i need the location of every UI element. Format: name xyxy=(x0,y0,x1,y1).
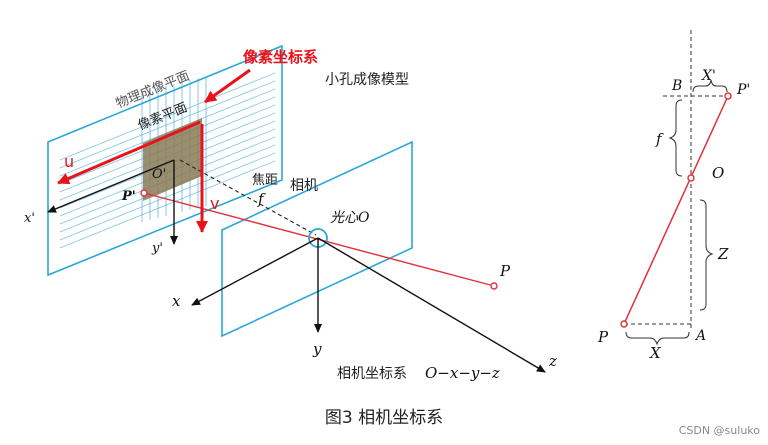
brace-f xyxy=(668,99,683,177)
imaging-plane xyxy=(47,44,283,277)
side-p-point xyxy=(620,320,628,328)
watermark: CSDN @suluko xyxy=(678,424,760,437)
label-model-title: 小孔成像模型 xyxy=(325,72,409,88)
label-x: x xyxy=(172,292,181,310)
label-p-prime: P' xyxy=(121,189,136,204)
side-label-x-prime: X' xyxy=(701,68,716,84)
u-axis-arrow xyxy=(57,120,201,185)
x-axis xyxy=(191,237,319,306)
pixel-coord-pointer xyxy=(204,68,251,104)
label-focal-cn: 焦距 xyxy=(252,173,278,188)
p-prime-point xyxy=(140,189,148,197)
label-camera: 相机 xyxy=(290,178,318,194)
p-point xyxy=(490,282,498,290)
side-label-f: f xyxy=(655,130,664,148)
label-optical-center: 光心O xyxy=(330,210,370,226)
label-pixel-coord: 像素坐标系 xyxy=(243,48,318,66)
projection-ray xyxy=(143,192,495,287)
figure-caption: 图3 相机坐标系 xyxy=(324,408,444,428)
side-o-point xyxy=(687,174,695,182)
label-x-prime: x' xyxy=(24,211,35,226)
x-prime-axis xyxy=(47,159,175,213)
side-label-a: A xyxy=(694,328,706,344)
label-cam-coord-math: O−x−y−z xyxy=(425,364,500,382)
side-label-o: O xyxy=(712,164,724,182)
camera-plane xyxy=(221,140,413,338)
brace-x xyxy=(625,331,690,346)
label-cam-coord-cn: 相机坐标系 xyxy=(337,366,407,382)
label-o-prime: O' xyxy=(152,167,166,182)
focal-line xyxy=(179,159,317,236)
label-u: u xyxy=(64,152,74,171)
label-y-prime: y' xyxy=(151,241,163,256)
label-p: P xyxy=(499,262,511,280)
side-ray xyxy=(623,95,729,325)
label-z: z xyxy=(548,352,557,370)
label-v: v xyxy=(210,194,219,213)
side-label-p-prime: P' xyxy=(736,82,750,98)
side-label-p: P xyxy=(597,328,609,346)
label-focal-f: f xyxy=(257,190,266,208)
side-p-prime-point xyxy=(724,92,732,100)
side-label-x: X xyxy=(649,344,662,362)
brace-x-prime xyxy=(692,79,728,93)
brace-z xyxy=(699,199,714,311)
side-label-b: B xyxy=(671,78,682,94)
label-y: y xyxy=(312,340,322,358)
z-axis xyxy=(317,237,546,373)
side-label-z: Z xyxy=(717,245,729,263)
